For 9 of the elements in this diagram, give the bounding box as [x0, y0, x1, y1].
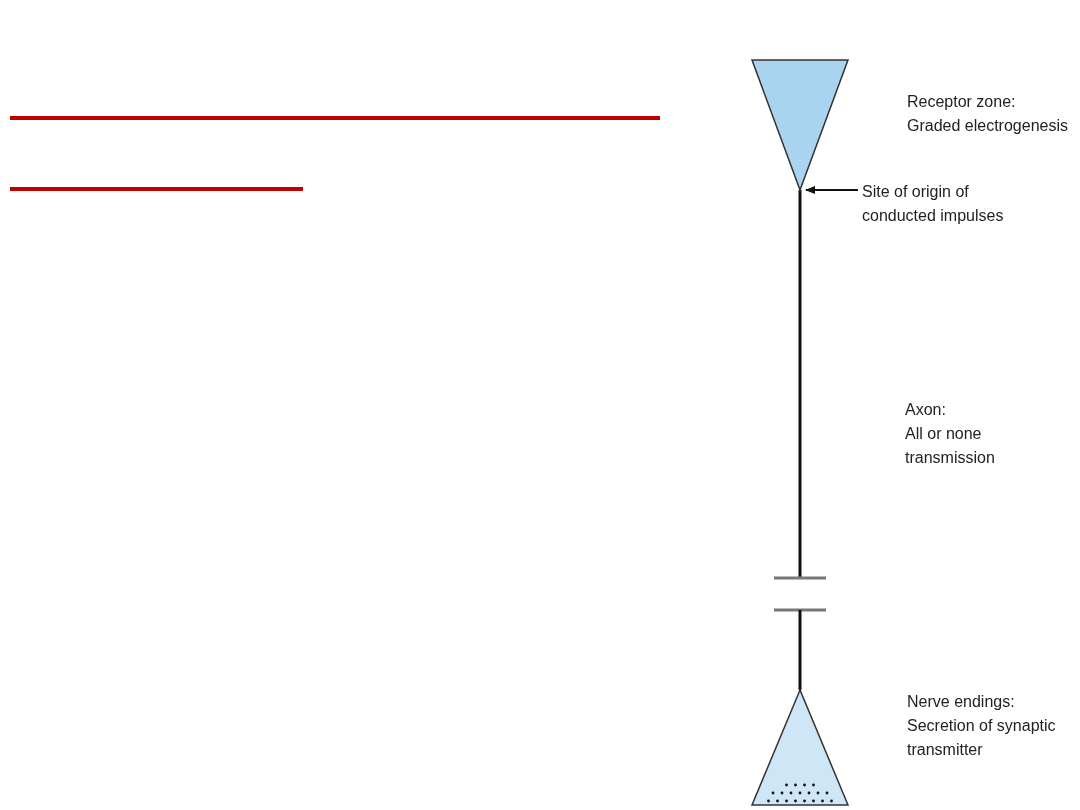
zone-title: Receptor zone: [907, 92, 1017, 112]
zone-description: Graded electrogenesis [907, 116, 1069, 136]
zone-description: Secretion of synaptic transmitter [907, 716, 1057, 760]
zone-title: Nerve endings: [907, 692, 1016, 712]
zone-title: Axon: [905, 400, 947, 420]
receptor-zone-triangle [750, 59, 850, 193]
callout-text: Site of origin of conducted impulses [862, 180, 1027, 228]
zone-description: All or none transmission [905, 424, 996, 468]
leader-arrow [805, 186, 859, 194]
